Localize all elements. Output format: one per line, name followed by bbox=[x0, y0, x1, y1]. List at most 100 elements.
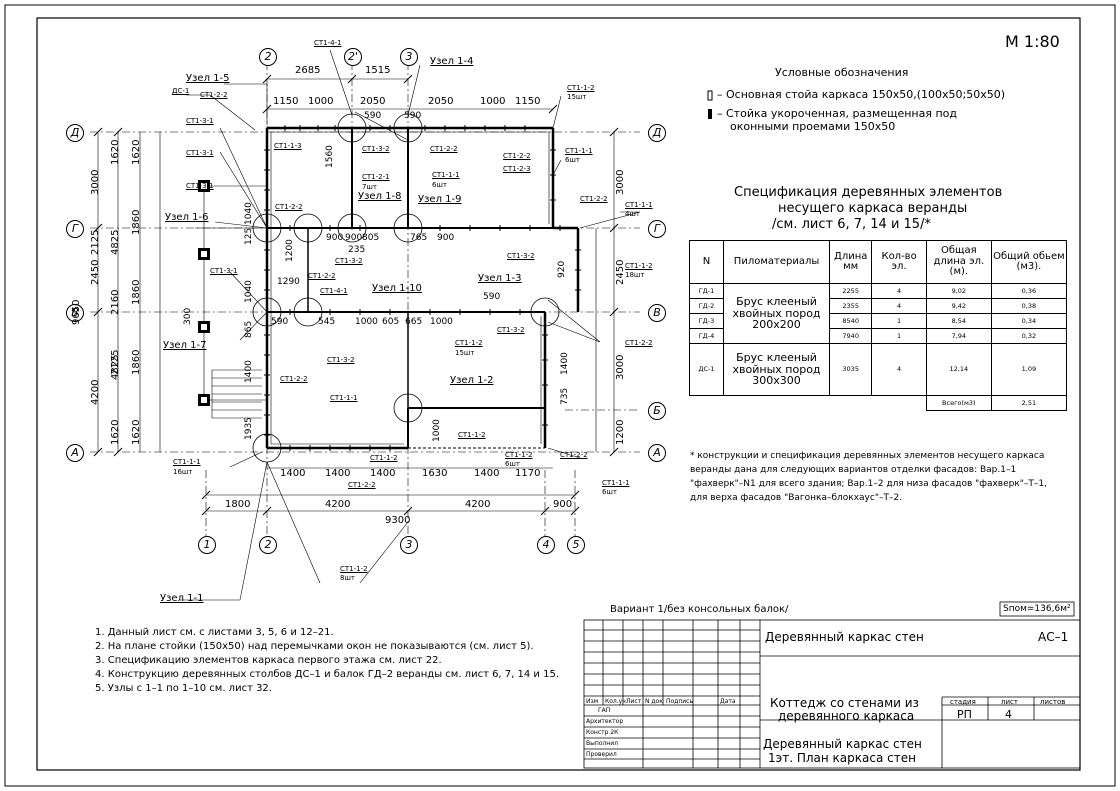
dim-bot-1400a: 1400 bbox=[280, 468, 306, 479]
tag-st122-right3: СТ1-2-2 bbox=[625, 339, 653, 347]
dim-left-9650: 9650 bbox=[71, 299, 82, 325]
tag-st122-c: СТ1-2-2 bbox=[503, 152, 531, 160]
dim-inner-1935: 1935 bbox=[244, 417, 254, 440]
tb-sheet: 4 bbox=[1005, 708, 1012, 721]
note-5: 5. Узлы с 1–1 по 1–10 см. лист 32. bbox=[95, 683, 272, 694]
tb-drawing-line2: 1эт. План каркаса стен bbox=[768, 751, 916, 765]
tag-st132-a: СТ1-3-2 bbox=[362, 145, 390, 153]
tag-st131-a: СТ1-3-1 bbox=[186, 117, 214, 125]
dim-inner-865: 865 bbox=[244, 320, 254, 338]
spec-title-line2: несущего каркаса веранды bbox=[778, 201, 968, 216]
spec-title-line3: /см. лист 6, 7, 14 и 15/* bbox=[772, 217, 931, 232]
spec-cell: ДС-1 bbox=[689, 343, 724, 396]
tag-st123: СТ1-2-3 bbox=[503, 165, 531, 173]
spec-total-label: Всего(м3) bbox=[925, 395, 992, 411]
tag-st131-c: СТ1-3-1 bbox=[186, 182, 214, 190]
node-label-1-2: Узел 1-2 bbox=[450, 375, 494, 386]
dim-inner-1000b: 1000 bbox=[430, 317, 453, 327]
note-4: 4. Конструкцию деревянных столбов ДС–1 и… bbox=[95, 669, 559, 680]
dim-inner-1560: 1560 bbox=[325, 145, 335, 168]
spec-cell: 12,14 bbox=[925, 343, 992, 396]
node-label-1-1: Узел 1-1 bbox=[160, 593, 204, 604]
dim-left2-1620a: 1620 bbox=[131, 139, 142, 165]
spec-cell: 1 bbox=[871, 328, 927, 344]
tag-st111-mid: СТ1-1-1 bbox=[330, 394, 358, 402]
dim-bot2-900: 900 bbox=[553, 499, 573, 510]
tag-st122-low: СТ1-2-2 bbox=[560, 451, 588, 459]
dim-top2-1150b: 1150 bbox=[515, 96, 541, 107]
tag-st132-e: СТ1-3-2 bbox=[327, 356, 355, 364]
tag-q15-top: 15шт bbox=[567, 93, 587, 101]
dim-right-1200: 1200 bbox=[615, 419, 626, 445]
tb-project-line1: Коттедж со стенами из bbox=[770, 696, 919, 710]
tb-col-kol: Кол.уч bbox=[605, 698, 626, 705]
dim-inner-1000a: 1000 bbox=[355, 317, 378, 327]
dim-bot-1170: 1170 bbox=[515, 468, 541, 479]
table-row: ГД-3 8540 1 8,54 0,34 bbox=[689, 313, 1068, 329]
dim-top-1515: 1515 bbox=[365, 65, 391, 76]
tb-col-ndok: N док bbox=[645, 698, 663, 705]
tag-st111-right2: СТ1-1-1 bbox=[625, 201, 653, 209]
dim-inner-900b: 900 bbox=[345, 233, 363, 243]
table-row: ГД-4 7940 1 7,94 0,32 bbox=[689, 328, 1068, 344]
spec-cell: ГД-3 bbox=[689, 313, 724, 329]
spec-cell: 2355 bbox=[829, 298, 873, 314]
tb-col-list: Лист bbox=[626, 698, 642, 705]
tb-sheet-title: Деревянный каркас стен bbox=[765, 630, 924, 644]
spec-title-line1: Спецификация деревянных элементов bbox=[734, 185, 1003, 200]
tag-q6-a: 6шт bbox=[432, 181, 447, 189]
dim-bot-total: 9300 bbox=[385, 515, 411, 526]
tag-q15-mid: 15шт bbox=[455, 349, 475, 357]
spec-cell: 9,42 bbox=[925, 298, 992, 314]
dim-left-2125b: 2125 bbox=[110, 349, 121, 375]
node-label-1-4: Узел 1-4 bbox=[430, 56, 474, 67]
axis-right-g: Г bbox=[648, 220, 666, 238]
dim-inner-765: 765 bbox=[410, 233, 428, 243]
axis-right-a: А bbox=[648, 444, 666, 462]
tag-st111-right: СТ1-1-1 bbox=[565, 147, 593, 155]
dim-inner-805: 805 bbox=[362, 233, 380, 243]
spec-cell: ГД-2 bbox=[689, 298, 724, 314]
note-1: 1. Данный лист см. с листами 3, 5, 6 и 1… bbox=[95, 627, 334, 638]
spec-cell: 0,34 bbox=[990, 313, 1068, 329]
dim-inner-920: 920 bbox=[557, 260, 567, 278]
node-label-1-7: Узел 1-7 bbox=[163, 340, 207, 351]
node-label-1-10: Узел 1-10 bbox=[372, 283, 422, 294]
tb-role-done: Выполнил bbox=[586, 740, 618, 747]
spec-cell: 1 bbox=[871, 313, 927, 329]
note-2: 2. На плане стойки (150x50) над перемычк… bbox=[95, 641, 534, 652]
dim-bot2-1800: 1800 bbox=[225, 499, 251, 510]
tag-st111-left: СТ1-1-1 bbox=[173, 458, 201, 466]
dim-inner-1040a: 1040 bbox=[244, 202, 254, 225]
tag-st122-bot: СТ1-2-2 bbox=[348, 481, 376, 489]
spec-cell: ГД-4 bbox=[689, 328, 724, 344]
tag-q16: 16шт bbox=[173, 468, 193, 476]
spec-header-total-length: Общая длина эл. (м). bbox=[925, 240, 992, 284]
variant-label: Вариант 1/без консольных балок/ bbox=[610, 604, 789, 615]
tag-st121: СТ1-2-1 bbox=[362, 173, 390, 181]
dim-top2-2050a: 2050 bbox=[360, 96, 386, 107]
tb-role-gap: ГАП bbox=[598, 707, 611, 714]
tag-st112-top: СТ1-1-2 bbox=[567, 84, 595, 92]
dim-inner-665: 665 bbox=[405, 317, 423, 327]
dim-left-1620b: 1620 bbox=[110, 419, 121, 445]
dim-top2-1000a: 1000 bbox=[308, 96, 334, 107]
dim-left2-1620b: 1620 bbox=[131, 419, 142, 445]
tb-project-line2: деревянного каркаса bbox=[778, 709, 915, 723]
dim-top-2685: 2685 bbox=[295, 65, 321, 76]
dim-right-3000b: 3000 bbox=[615, 354, 626, 380]
tag-st122-b: СТ1-2-2 bbox=[430, 145, 458, 153]
tag-st112-right2: СТ1-1-2 bbox=[625, 262, 653, 270]
dim-left-2160: 2160 bbox=[110, 289, 121, 315]
tag-st122-a: СТ1-2-2 bbox=[200, 91, 228, 99]
tag-q4: 4шт bbox=[625, 210, 640, 218]
dim-bot2-4200b: 4200 bbox=[465, 499, 491, 510]
tag-q6-botright: 6шт bbox=[602, 488, 617, 496]
note-3: 3. Спецификацию элементов каркаса первог… bbox=[95, 655, 442, 666]
dim-inner-590b: 590 bbox=[404, 111, 422, 121]
axis-right-v: В bbox=[648, 304, 666, 322]
dim-inner-590d: 590 bbox=[271, 317, 289, 327]
dim-inner-1040b: 1040 bbox=[244, 280, 254, 303]
